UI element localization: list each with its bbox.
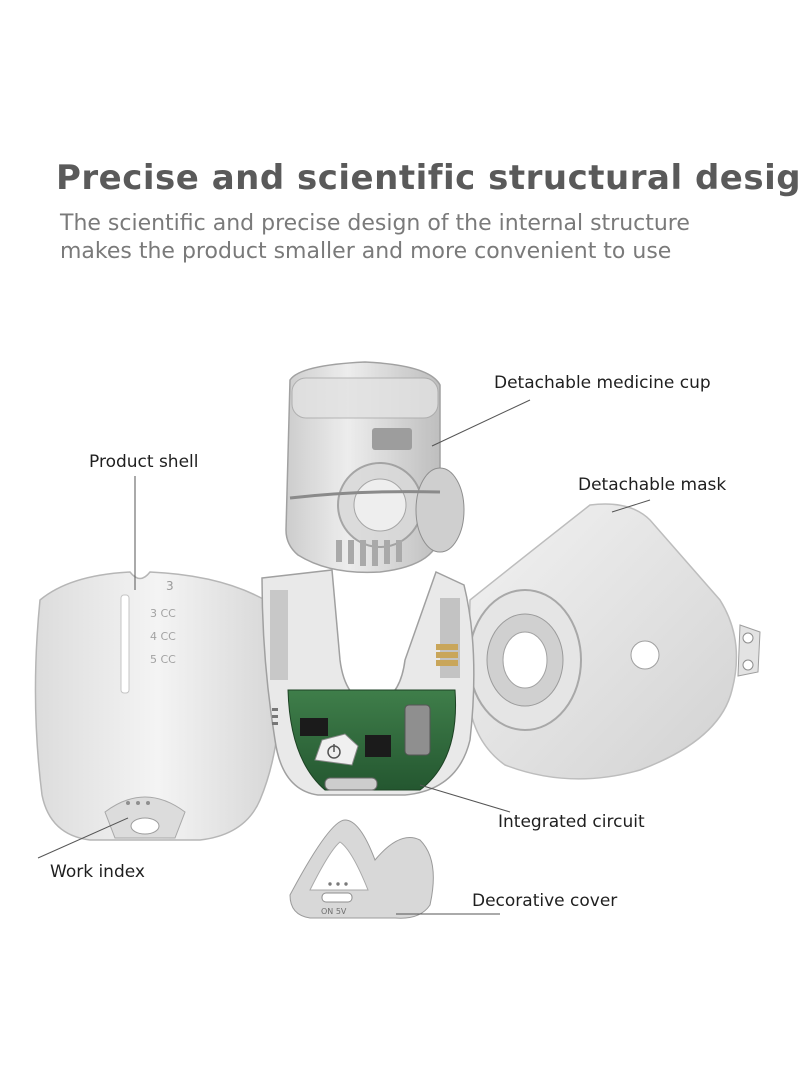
circuit-housing-part [261, 569, 475, 796]
product-shell-part: 3 3 CC 4 CC 5 CC [34, 571, 281, 841]
label-product-shell: Product shell [89, 452, 199, 472]
leader-integrated-circuit [419, 784, 511, 813]
mask-part [467, 503, 761, 780]
page-subtitle: The scientific and precise design of the… [60, 211, 690, 264]
svg-text:4 CC: 4 CC [150, 630, 176, 643]
power-button [314, 733, 359, 766]
decorative-cover-part: ON 5V [289, 819, 434, 919]
medicine-cup-part [285, 361, 465, 574]
label-integrated-circuit: Integrated circuit [498, 812, 645, 832]
svg-text:3: 3 [166, 579, 174, 593]
svg-text:3 CC: 3 CC [150, 607, 176, 620]
leader-lines [37, 399, 651, 915]
cover-marking: ON 5V [321, 907, 347, 916]
leader-mask [611, 499, 651, 513]
label-decorative-cover: Decorative cover [472, 891, 618, 911]
leader-medicine-cup [431, 399, 531, 447]
svg-text:5 CC: 5 CC [150, 653, 176, 666]
label-work-index: Work index [50, 862, 145, 882]
label-medicine-cup: Detachable medicine cup [494, 373, 711, 393]
page-title: Precise and scientific structural design [56, 158, 800, 198]
label-mask: Detachable mask [578, 475, 727, 495]
leader-work-index [37, 817, 129, 859]
